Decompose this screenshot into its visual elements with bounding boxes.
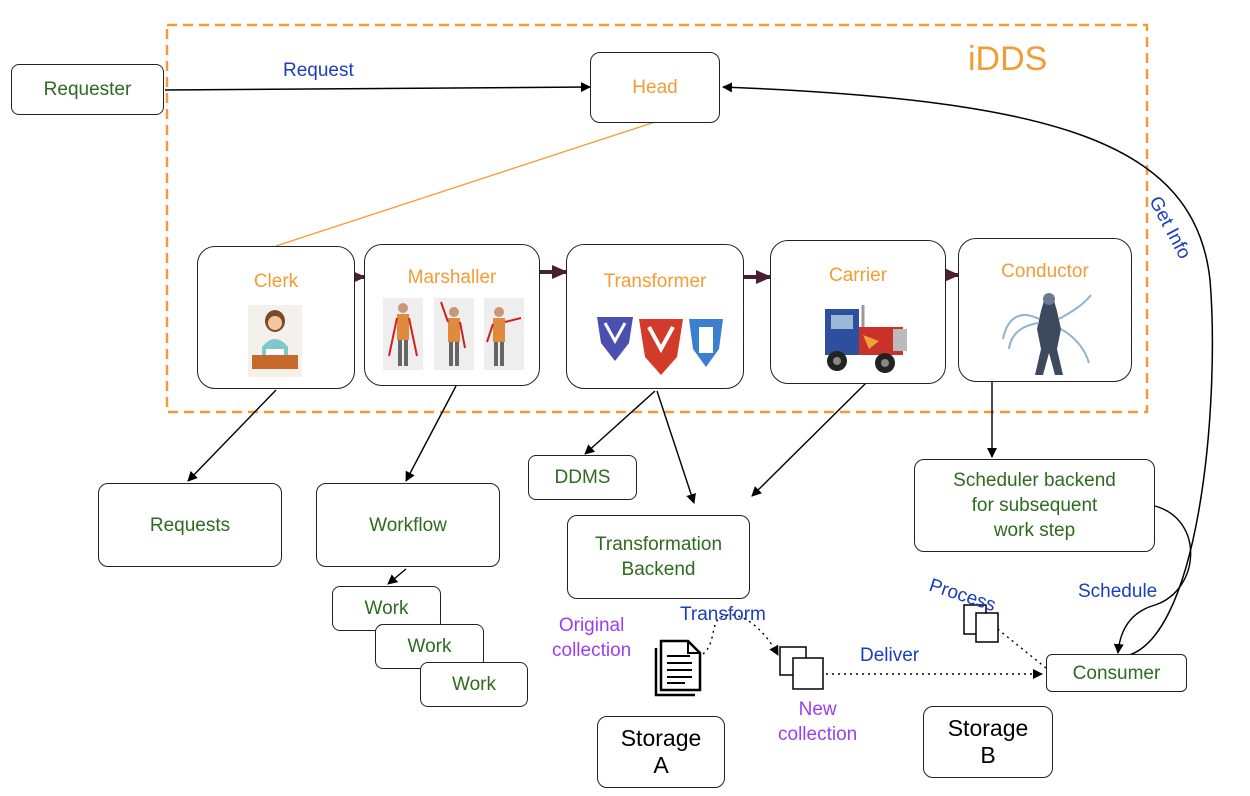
deliver-label: Deliver — [860, 645, 920, 666]
stage-transformer: Transformer — [566, 244, 744, 389]
original-collection-label: Original collection — [552, 613, 631, 663]
ddms-label: DDMS — [554, 467, 611, 488]
diagram-title: iDDS — [968, 40, 1048, 78]
storage-b-box: Storage B — [923, 706, 1053, 778]
transform-label: Transform — [680, 604, 766, 625]
head-label: Head — [632, 76, 678, 98]
transformer-logos-icon — [597, 317, 723, 375]
stage-clerk-label: Clerk — [253, 271, 299, 292]
original-collection-line2: collection — [552, 640, 632, 661]
edge-head-clerk — [275, 121, 656, 247]
scheduler-label-line3: work step — [993, 520, 1076, 541]
edge-transformer-backend — [656, 390, 696, 504]
work-box-3: Work — [420, 662, 528, 707]
edge-workflow-work — [387, 568, 407, 585]
edge-carrier-backend — [751, 382, 867, 497]
storage-a-label-line1: Storage — [620, 725, 702, 751]
conductor-robot-icon — [1002, 293, 1092, 375]
new-collection-line1: New — [798, 699, 837, 720]
work-box-2: Work — [375, 624, 484, 669]
edge-get-info — [722, 82, 1214, 658]
ddms-box: DDMS — [528, 455, 637, 500]
edge-process — [978, 613, 1047, 669]
workflow-box: Workflow — [316, 483, 500, 567]
transformation-backend-label-line2: Backend — [621, 559, 696, 580]
scheduler-backend-box: Scheduler backend for subsequent work st… — [914, 459, 1155, 552]
requester-box: Requester — [11, 64, 164, 115]
work-label-1: Work — [364, 598, 409, 619]
storage-b-label-line2: B — [980, 742, 996, 768]
transformation-backend-box: Transformation Backend — [567, 515, 750, 599]
work-box-1: Work — [332, 586, 441, 631]
schedule-label: Schedule — [1078, 581, 1158, 602]
stage-marshaller: Marshaller — [364, 244, 540, 386]
transformation-backend-label-line1: Transformation — [594, 534, 723, 555]
request-label: Request — [283, 60, 354, 81]
stage-carrier-label: Carrier — [828, 265, 888, 286]
storage-a-box: Storage A — [597, 716, 725, 788]
document-stack-icon — [654, 639, 702, 697]
requester-label: Requester — [43, 79, 132, 100]
stage-marshaller-label: Marshaller — [407, 267, 497, 288]
copy-files-icon — [779, 646, 824, 690]
process-files-icon — [963, 604, 999, 643]
stage-clerk: Clerk — [197, 246, 355, 389]
stage-carrier: Carrier — [770, 240, 946, 384]
scheduler-label-line2: for subsequent — [971, 495, 1098, 516]
new-collection-line2: collection — [778, 724, 858, 745]
idds-frame — [165, 23, 1149, 414]
requests-box: Requests — [98, 483, 282, 567]
storage-a-label-line2: A — [653, 752, 669, 778]
work-label-2: Work — [407, 636, 452, 657]
scheduler-label-line1: Scheduler backend — [953, 470, 1116, 491]
stage-conductor: Conductor — [958, 238, 1132, 382]
stage-transformer-label: Transformer — [603, 271, 707, 292]
consumer-box: Consumer — [1046, 654, 1187, 692]
edge-transform — [702, 614, 779, 656]
new-collection-label: New collection — [778, 697, 857, 747]
edge-schedule — [1113, 505, 1192, 654]
truck-icon — [825, 305, 907, 373]
workflow-label: Workflow — [369, 514, 447, 536]
edge-clerk-requests — [187, 389, 277, 482]
edge-request — [164, 82, 591, 93]
edge-transformer-ddms — [584, 390, 656, 455]
consumer-label: Consumer — [1072, 662, 1161, 684]
original-collection-line1: Original — [558, 615, 625, 636]
clerk-icon — [248, 305, 302, 377]
head-box: Head — [590, 52, 720, 123]
edge-marshaller-workflow — [405, 385, 457, 482]
stage-conductor-label: Conductor — [1001, 261, 1089, 282]
requests-label: Requests — [149, 514, 231, 536]
storage-b-label-line1: Storage — [947, 715, 1029, 741]
work-label-3: Work — [452, 674, 496, 695]
marshaller-icon — [383, 298, 524, 370]
